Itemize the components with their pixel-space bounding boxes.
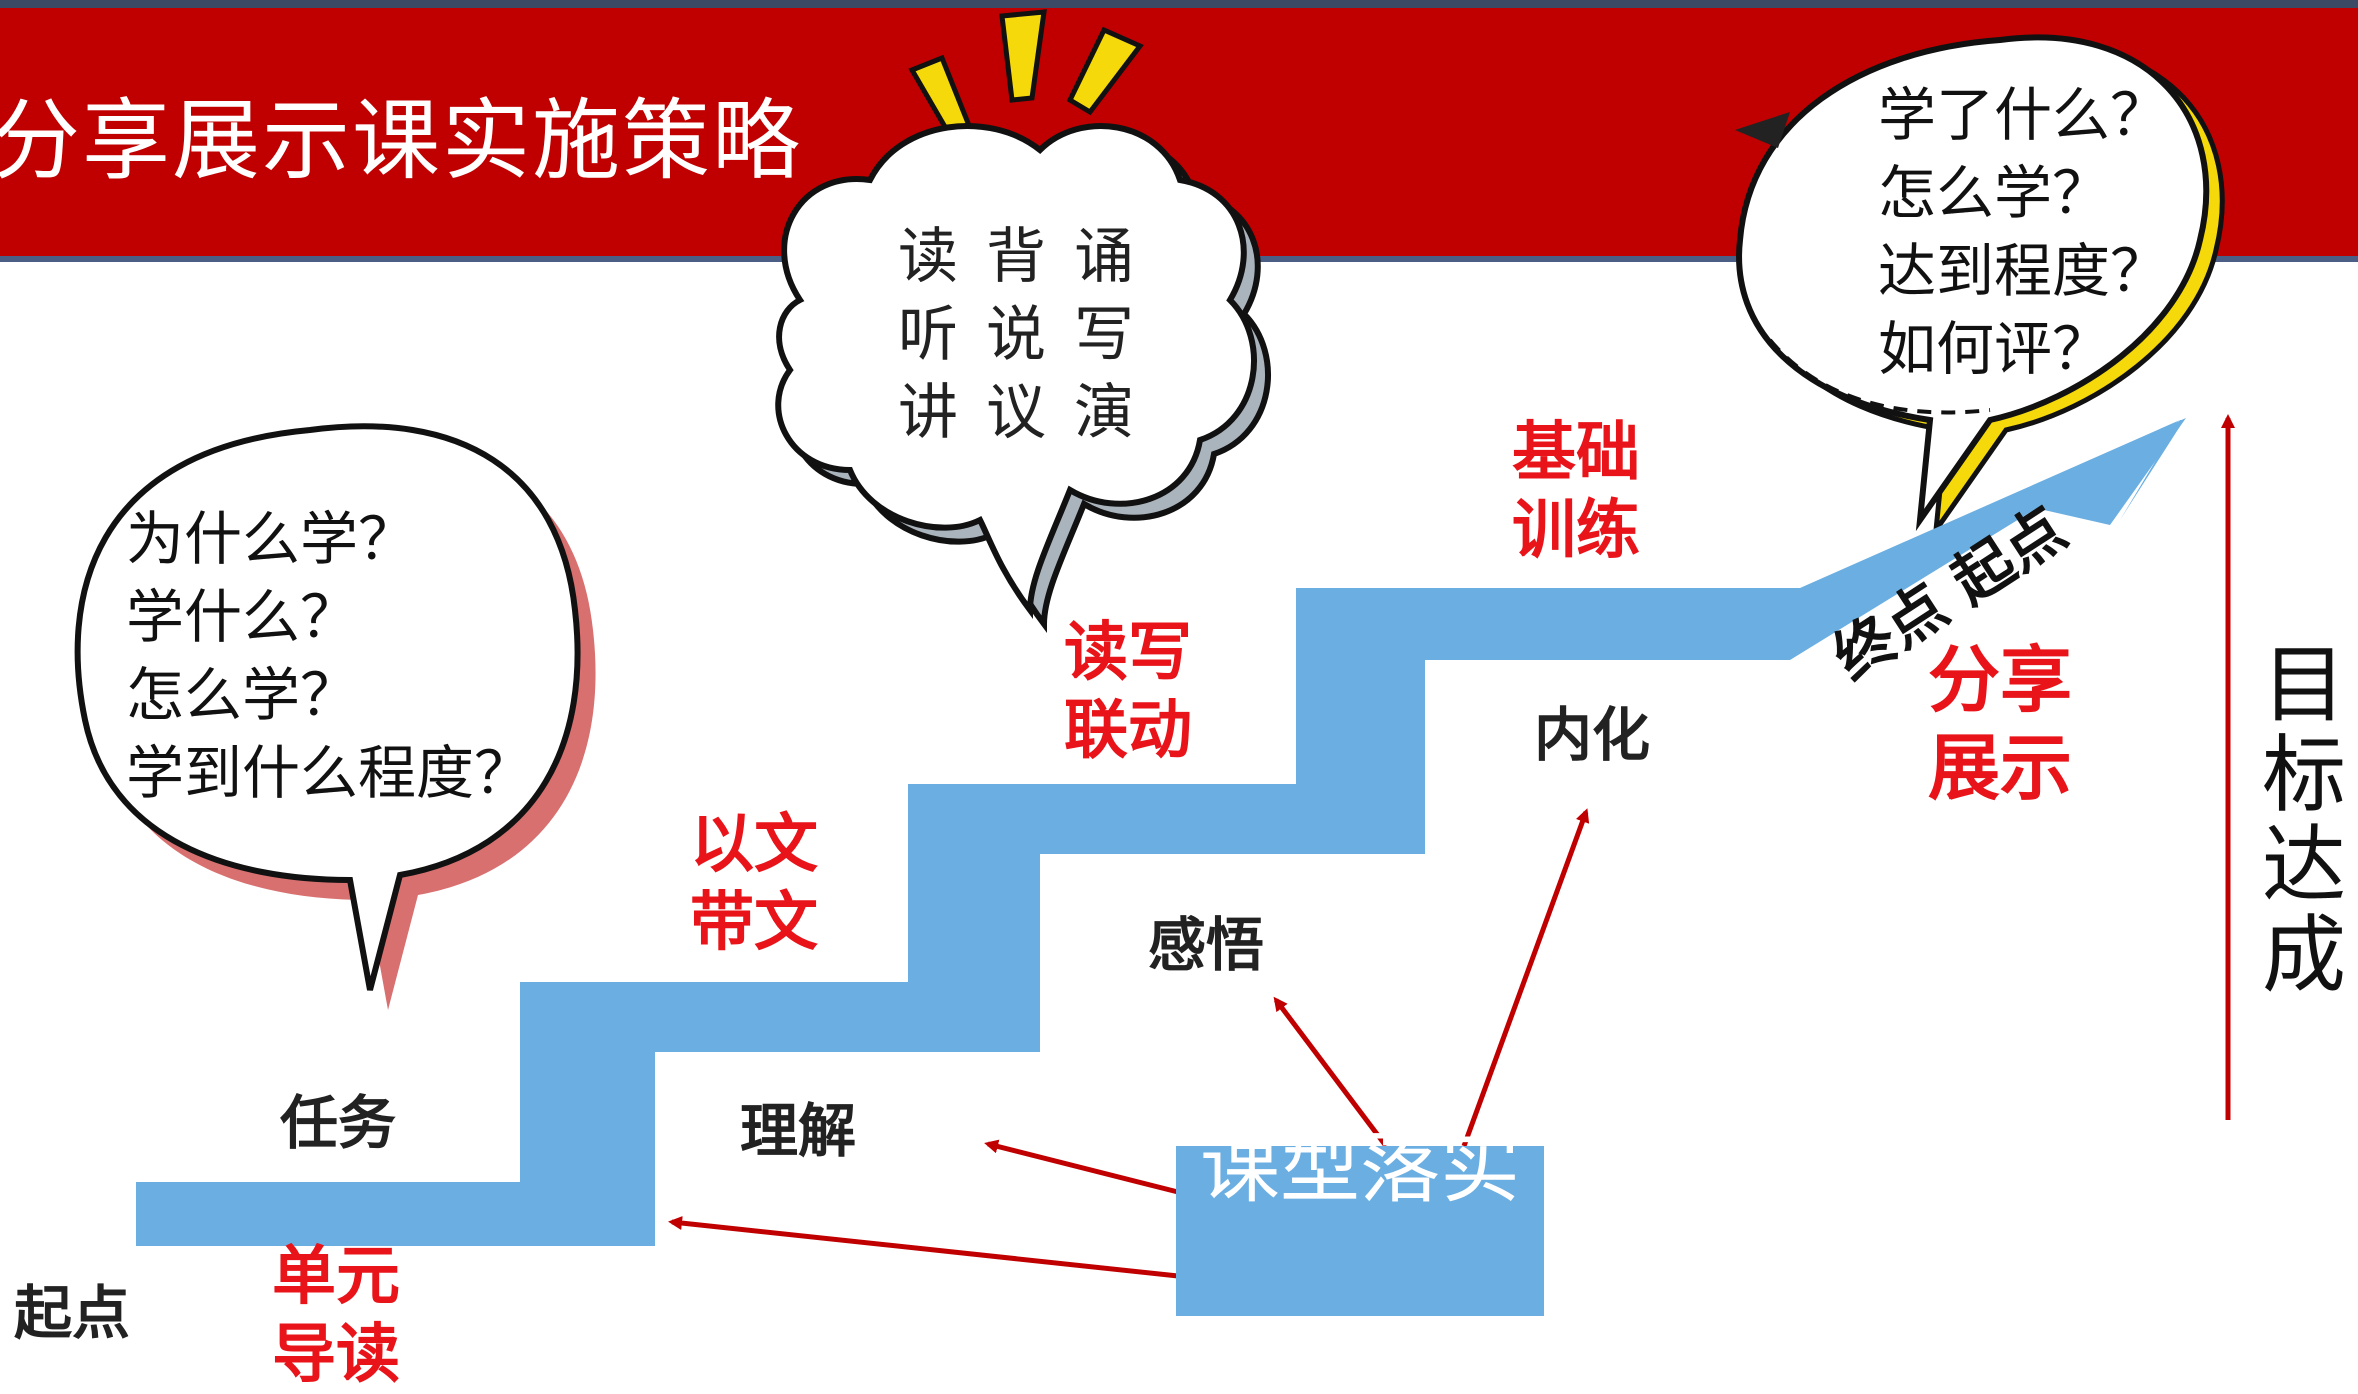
left-bubble-text: 为什么学？ 学什么？ 怎么学？ 学到什么程度？ (126, 500, 532, 812)
step-2-black-label: 理解 (740, 1097, 857, 1165)
center-box (1176, 1146, 1544, 1316)
bubble-line: 学了什么？ (1878, 81, 2169, 149)
red-line: 分享 (1928, 638, 2073, 722)
step-1-red-label: 单元 导读 (272, 1238, 400, 1394)
cloud-bubble (775, 123, 1271, 633)
page-title: 分享展示课实施策略 (0, 89, 803, 192)
arrow-to-task (668, 1216, 1179, 1279)
cloud-line: 读背诵 (898, 222, 1162, 292)
red-line: 展示 (1928, 726, 2073, 810)
red-line: 导读 (272, 1318, 400, 1392)
step-3-black-label: 感悟 (1148, 911, 1265, 979)
left-speech-bubble (74, 423, 596, 1010)
right-speech-bubble (1735, 34, 2225, 540)
cloud-line: 听说写 (898, 300, 1162, 370)
top-rule (0, 0, 2358, 8)
red-line: 带文 (690, 886, 818, 960)
staircase-arrowhead (2000, 418, 2186, 525)
bubble-line: 怎么学？ (1878, 159, 2111, 227)
center-box-label: 课型落实 (1200, 1121, 1520, 1214)
red-line: 训练 (1512, 494, 1640, 568)
step-4-black-label: 内化 (1534, 701, 1651, 769)
red-line: 基础 (1512, 416, 1640, 490)
step-4-red-label: 基础 训练 (1512, 414, 1640, 570)
step-3-red-label: 读写 联动 (1064, 614, 1192, 770)
arrow-to-understand (984, 1139, 1179, 1195)
cloud-line: 讲议演 (898, 378, 1162, 448)
red-line: 联动 (1064, 694, 1192, 768)
bubble-line: 达到程度？ (1878, 237, 2169, 305)
step-5-red-label: 分享 展示 (1928, 636, 2072, 812)
arrow-to-perceive (1273, 996, 1388, 1148)
arrow-to-internalize (1461, 808, 1590, 1147)
goal-label: 目标达成 (2262, 636, 2347, 1004)
right-bubble-text: 学了什么？ 怎么学？ 达到程度？ 如何评？ (1878, 76, 2168, 388)
step-2-red-label: 以文 带文 (690, 806, 818, 962)
bubble-line: 学什么？ (126, 583, 359, 651)
bubble-line: 为什么学？ (126, 505, 417, 573)
staircase (136, 420, 2184, 1246)
exclamation-burst-icon (908, 9, 1144, 135)
step-1-black-label: 任务 (280, 1089, 397, 1157)
cloud-text: 读背诵 听说写 讲议演 (898, 218, 1162, 452)
red-line: 单元 (272, 1240, 400, 1314)
red-line: 读写 (1064, 616, 1192, 690)
start-label: 起点 (14, 1279, 131, 1347)
bubble-line: 如何评？ (1878, 315, 2111, 383)
red-line: 以文 (690, 808, 818, 882)
bubble-line: 怎么学？ (126, 661, 359, 729)
bubble-line: 学到什么程度？ (126, 739, 533, 807)
